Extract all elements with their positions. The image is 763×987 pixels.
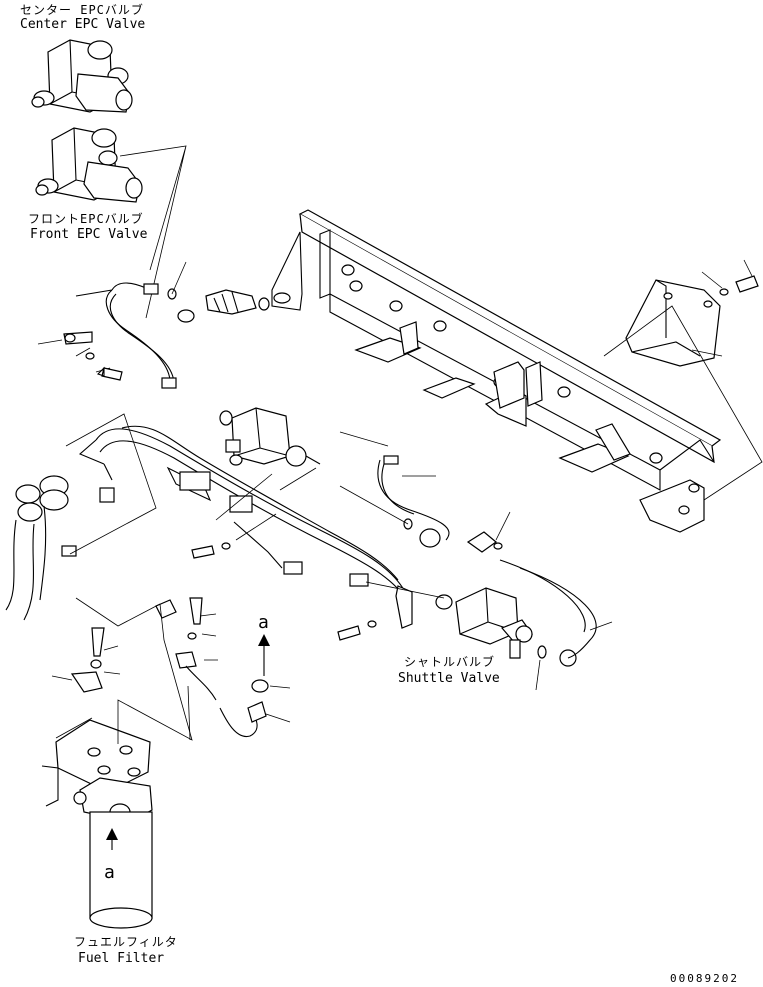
fuel-filter-label-jp: フュエルフィルタ [74, 935, 178, 949]
fuel-filter-bracket [41, 719, 151, 807]
fuel-filter-label-en: Fuel Filter [78, 951, 165, 966]
center-epc-valve [31, 39, 133, 113]
front-epc-valve-label-en: Front EPC Valve [30, 227, 148, 242]
main-harness [78, 425, 413, 629]
shuttle-valve-label-en: Shuttle Valve [398, 671, 500, 686]
callout-a-upper: a [258, 612, 269, 633]
sensor-fitting [75, 261, 270, 323]
center-epc-valve-label-en: Center EPC Valve [20, 17, 146, 32]
central-valve [219, 407, 321, 491]
front-epc-valve-label-jp: フロントEPCバルブ [28, 212, 144, 226]
shuttle-valve [365, 559, 613, 691]
fuel-filter [73, 777, 153, 929]
cover-plate [603, 259, 763, 501]
main-frame [271, 209, 722, 533]
callout-a-lower: a [104, 862, 115, 883]
document-number: 00089202 [670, 972, 739, 985]
center-epc-valve-label-jp: センター EPCバルブ [20, 3, 144, 17]
connector-cluster [5, 413, 157, 621]
shuttle-valve-label-jp: シャトルバルブ [404, 655, 496, 669]
front-epc-valve [35, 127, 143, 203]
